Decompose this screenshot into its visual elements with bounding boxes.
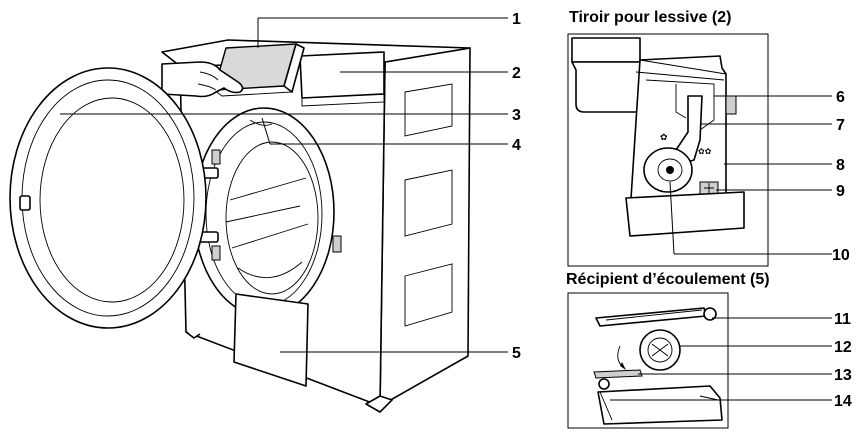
callout-12: 12: [834, 339, 852, 356]
left-callout-numbers: 1 2 3 4 5: [512, 11, 521, 362]
callout-10: 10: [832, 247, 850, 264]
callout-2: 2: [512, 65, 521, 82]
drain-container-title: Récipient d’écoulement (5): [566, 271, 770, 288]
callout-14: 14: [834, 393, 852, 410]
drawer-callout-lines: [669, 95, 832, 255]
callout-1: 1: [512, 11, 521, 28]
drain-filter-cover: [233, 293, 309, 387]
drum-opening-ring: [193, 107, 335, 317]
door: [9, 67, 207, 329]
svg-text:✿: ✿: [660, 132, 668, 142]
washing-machine-illustration: [9, 39, 471, 413]
svg-text:✿✿: ✿✿: [698, 147, 712, 156]
drain-callout-lines: [610, 317, 832, 401]
drain-tray: [597, 385, 723, 425]
drawer-callout-numbers: 6 7 8 9 10: [832, 89, 850, 264]
callout-7: 7: [836, 117, 845, 134]
left-callout-lines: [60, 17, 508, 353]
callout-8: 8: [836, 157, 845, 174]
callout-13: 13: [834, 367, 852, 384]
drawer-front: [625, 191, 745, 237]
callout-11: 11: [834, 311, 851, 328]
drum: [225, 141, 319, 295]
control-panel: [299, 51, 385, 99]
callout-6: 6: [836, 89, 845, 106]
callout-9: 9: [836, 183, 845, 200]
hand-icon: [161, 61, 244, 98]
callout-3: 3: [512, 107, 521, 124]
drain-container-panel: [567, 292, 729, 429]
callout-5: 5: [512, 345, 521, 362]
detergent-drawer-title: Tiroir pour lessive (2): [569, 9, 731, 26]
drain-callout-numbers: 11 12 13 14: [834, 311, 852, 410]
detergent-drawer-panel: ✿ ✿✿: [567, 33, 769, 267]
callout-4: 4: [512, 137, 521, 154]
drain-strip: [593, 369, 643, 379]
